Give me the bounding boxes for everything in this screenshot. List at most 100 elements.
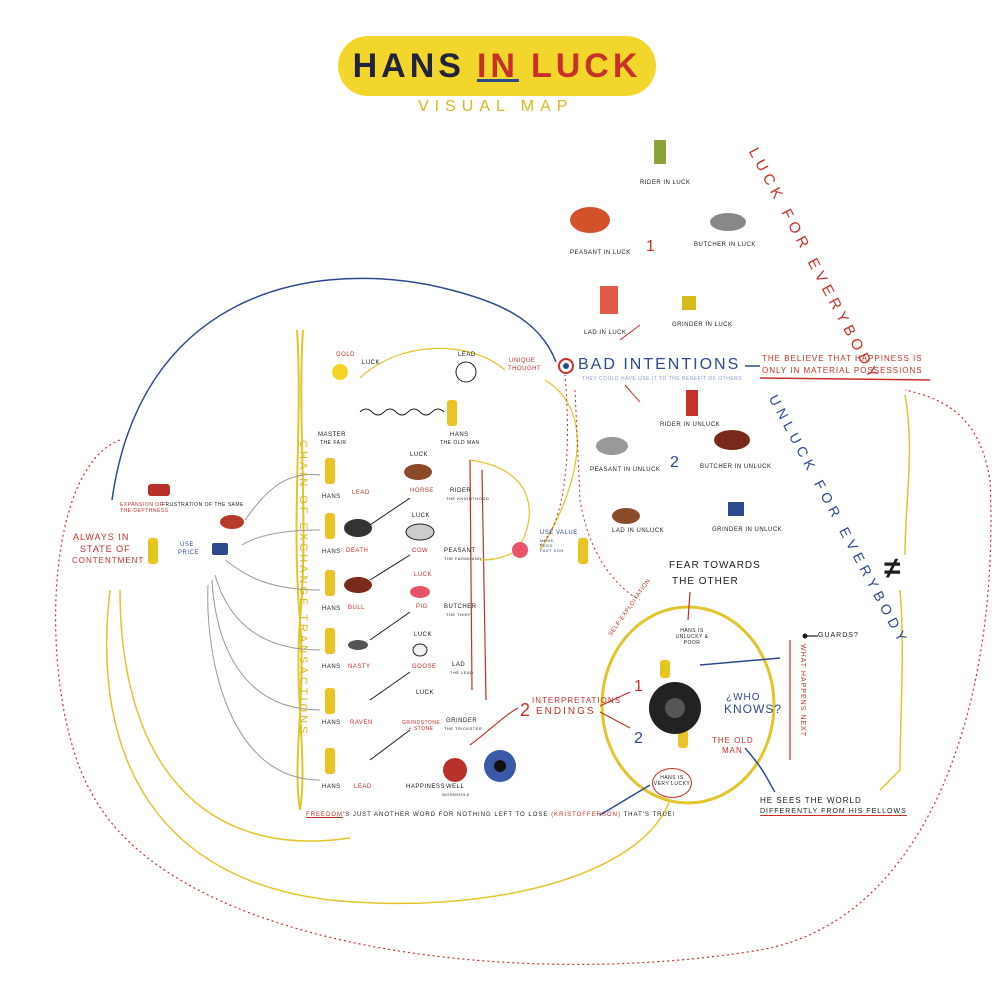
row-partner: BUTCHER <box>444 604 477 610</box>
label-rider-in-luck: RIDER IN LUCK <box>640 180 691 186</box>
grinder-icon <box>682 296 696 310</box>
bull-icon <box>344 577 372 593</box>
horse-rider-icon <box>570 207 610 233</box>
use-value-icon <box>512 542 528 558</box>
guards-label: GUARDS? <box>818 632 859 639</box>
row-partner: RIDER <box>450 488 472 494</box>
interp-arrow-1 <box>599 691 631 707</box>
hans-figure <box>325 748 335 774</box>
lad-icon <box>600 286 618 314</box>
label-lad-in-unluck: LAD IN UNLUCK <box>612 528 665 534</box>
chain-arrow-6 <box>207 584 321 781</box>
cattle-icon <box>710 213 746 231</box>
butcher-unluck-icon <box>714 430 750 450</box>
row-luck: LUCK <box>412 513 431 519</box>
hans-figure <box>678 730 688 748</box>
unique-thought-1: UNIQUE <box>509 358 536 364</box>
pot-icon <box>443 758 467 782</box>
title-word-in: IN <box>476 46 519 85</box>
chain-arrow-5 <box>211 579 321 711</box>
interpretations-line1: INTERPRETATIONS <box>532 696 621 705</box>
horse-icon <box>404 464 432 480</box>
goose-icon <box>412 643 428 657</box>
freedom-rest: 'S JUST ANOTHER WORD FOR NOTHING LEFT TO… <box>343 812 549 818</box>
lead-ball-icon <box>455 361 477 383</box>
arrow-unluck-branch <box>624 384 641 403</box>
row-partner-sub: THE KNIGHTHOOD <box>446 496 490 501</box>
hans-figure <box>325 688 335 714</box>
chain-arrow-4 <box>214 574 321 651</box>
use-value-note: MORE SEES FAST SON <box>540 538 564 553</box>
belief-line-2: ONLY IN MATERIAL POSSESSIONS <box>762 366 923 375</box>
sees-line-1: HE SEES THE WORLD <box>760 796 862 805</box>
row-gets: GOOSE <box>412 664 437 670</box>
lead-label-top: LEAD <box>458 352 476 358</box>
arrow-luck-branch <box>619 324 641 341</box>
pig-icon <box>410 586 430 598</box>
lad-unluck-icon <box>612 508 640 524</box>
hans-figure <box>660 660 670 678</box>
luck-label-top: LUCK <box>362 360 381 366</box>
row-hans: HANS <box>322 720 341 726</box>
row-partner-sub: THE THIEF <box>446 612 472 617</box>
target-icon <box>558 358 574 374</box>
label-grinder-in-luck: GRINDER IN LUCK <box>672 322 733 328</box>
rat-icon <box>348 640 368 650</box>
freedom-credit: (KRISTOFFERSON) <box>551 812 621 818</box>
chain-band-left <box>295 329 303 811</box>
title-word-hans: HANS <box>352 46 465 85</box>
title-word-luck: LUCK <box>530 46 642 85</box>
state-line-3: CONTENTMENT <box>72 556 145 565</box>
state-line-1: ALWAYS IN <box>73 532 130 542</box>
yellow-loop-1 <box>106 589 671 905</box>
interpretations-line2: ENDINGS <box>536 706 596 717</box>
hans-figure <box>148 538 158 564</box>
row-partner-sub: THE TRICKSTER <box>444 726 483 731</box>
row-gives: LEAD <box>354 784 372 790</box>
row-partner-sub: THE FARMHAND <box>444 556 482 561</box>
row-arrow-5 <box>369 729 411 761</box>
row-luck: LUCK <box>410 452 429 458</box>
fear-arrow <box>687 591 691 621</box>
old-man-line2: MAN <box>722 746 743 755</box>
state-line-2: STATE OF <box>80 544 131 554</box>
dotted-red-to-circle <box>574 389 641 601</box>
row-luck: LUCK <box>414 572 433 578</box>
yellow-loop-2 <box>119 589 351 842</box>
hans-figure <box>447 400 457 426</box>
label-rider-in-unluck: RIDER IN UNLUCK <box>660 422 721 428</box>
yellow-arc-use-value <box>469 459 530 546</box>
row-partner: WELL <box>446 784 465 790</box>
blue-arrow-sees <box>744 747 776 793</box>
master-sub: THE FAIR <box>320 440 347 446</box>
chain-red-brace-2 <box>481 469 487 701</box>
row-hans: HANS <box>322 664 341 670</box>
frustration-label: FRUSTRATION OF THE SAME <box>162 502 244 508</box>
interp-arrow-in <box>469 707 519 746</box>
use-value-label: USE VALUE <box>540 530 578 536</box>
yellow-right-up <box>879 589 903 791</box>
row-gets: HAPPINESS <box>406 784 445 790</box>
chain-red-brace <box>469 459 473 691</box>
price-label: PRICE <box>178 550 199 556</box>
row-gives: DEATH <box>346 548 369 554</box>
gold-label: GOLD <box>336 352 356 358</box>
chain-arrow-3 <box>224 559 321 591</box>
old-man-line1: THE OLD <box>712 736 754 745</box>
row-hans: HANS <box>322 784 341 790</box>
belief-underline <box>759 377 931 381</box>
wavy-line <box>359 408 445 416</box>
row-gets: HORSE <box>410 488 434 494</box>
horse-icon <box>220 515 244 529</box>
page-subtitle: VISUAL MAP <box>418 98 574 115</box>
yellow-arc-unique <box>359 347 506 379</box>
row-gets: COW <box>412 548 429 554</box>
row-gives: LEAD <box>352 490 370 496</box>
row-partner: LAD <box>452 662 466 668</box>
hans-figure <box>325 513 335 539</box>
label-lad-in-luck: LAD IN LUCK <box>584 330 627 336</box>
blue-arrow-next <box>699 657 781 666</box>
chain-arrow-2 <box>241 529 321 546</box>
bricks-icon <box>148 484 170 496</box>
master-label: MASTER <box>318 432 347 438</box>
